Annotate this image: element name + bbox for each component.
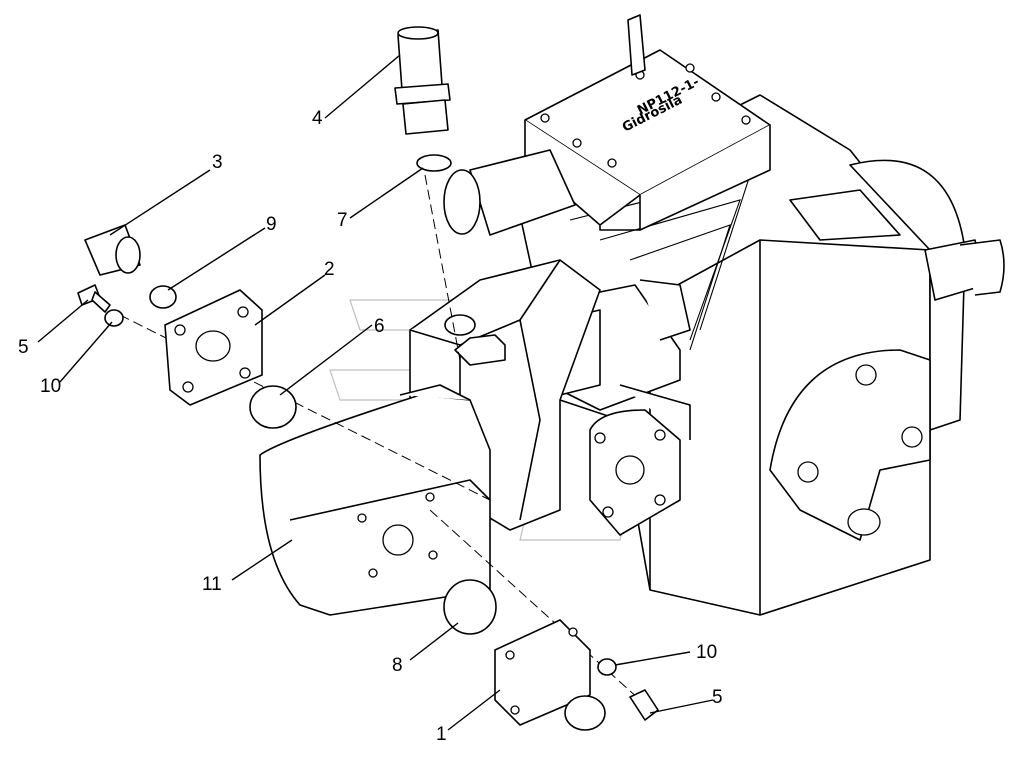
part-9-oring <box>149 285 177 309</box>
callout-3: 3 <box>212 152 223 173</box>
callout-7: 7 <box>337 210 348 231</box>
valve-block: NP112-1- Gidrosila <box>524 14 771 231</box>
part-10-washer-right <box>597 658 617 676</box>
part-8-oring <box>443 579 497 635</box>
callout-8: 8 <box>392 655 403 676</box>
port-flange-side <box>589 409 681 536</box>
drive-flange <box>849 159 1005 431</box>
gear-pump <box>259 384 491 616</box>
callout-4: 4 <box>312 108 323 129</box>
part-4-fitting <box>394 26 451 135</box>
callout-6: 6 <box>374 316 385 337</box>
callout-9: 9 <box>266 214 277 235</box>
callout-1: 1 <box>436 724 447 745</box>
part-5-bolt-right <box>629 689 659 721</box>
callout-labels: 4 7 3 9 2 6 5 10 11 8 1 10 5 <box>18 108 723 745</box>
callout-11: 11 <box>202 574 222 595</box>
part-3-fitting <box>84 224 141 276</box>
part-2-flange <box>164 289 263 406</box>
part-7-oring <box>416 154 452 172</box>
callout-10-left: 10 <box>40 376 61 397</box>
part-6-oring <box>249 385 297 429</box>
control-cylinder <box>443 149 576 236</box>
part-5-bolt-left <box>77 284 111 313</box>
part-1-flange <box>494 619 606 731</box>
callout-10-right: 10 <box>696 642 717 663</box>
part-10-washer-left <box>104 309 124 327</box>
callout-5-right: 5 <box>712 687 723 708</box>
callout-2: 2 <box>324 259 335 280</box>
callout-5-left: 5 <box>18 337 29 358</box>
leader-lines <box>37 54 714 731</box>
side-cover-plate <box>769 349 931 541</box>
